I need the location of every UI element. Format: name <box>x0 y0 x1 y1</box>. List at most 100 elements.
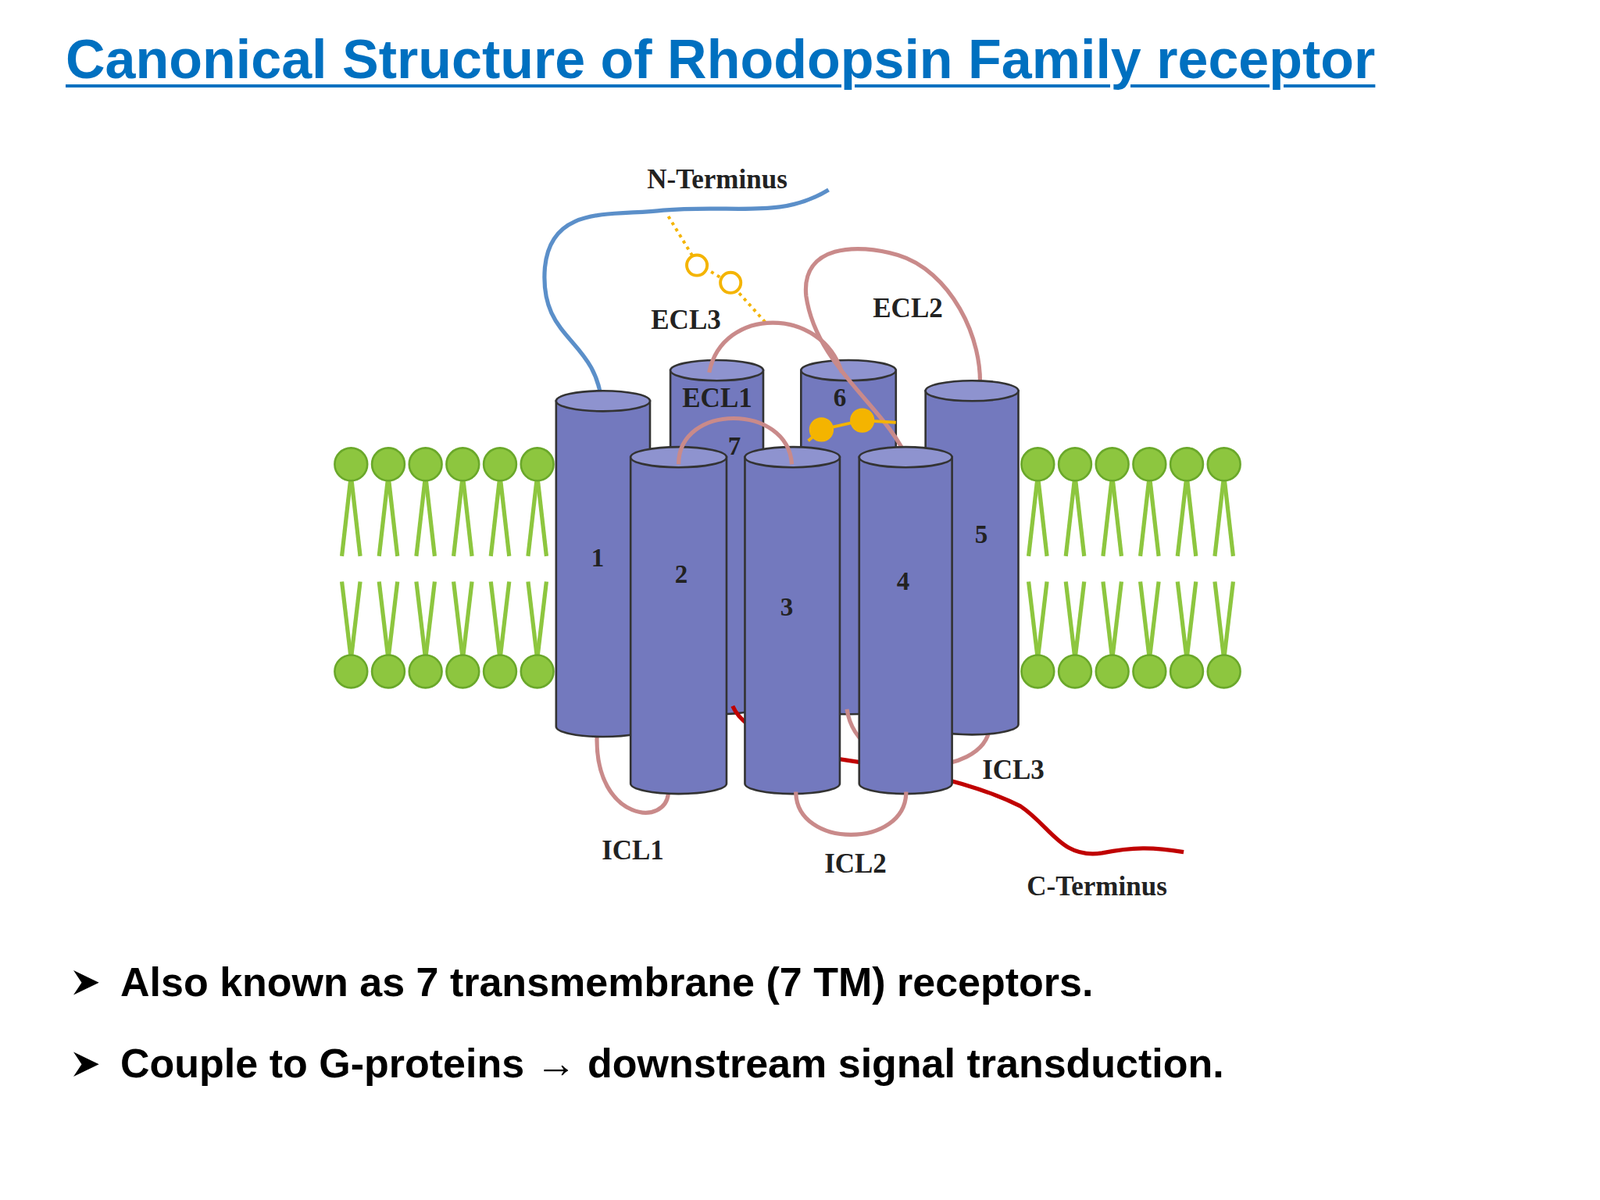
lipid-head <box>1096 447 1129 481</box>
lipid-head <box>483 447 517 481</box>
lipid-head <box>409 655 443 689</box>
part-label: ICL3 <box>982 756 1045 784</box>
lipid-head <box>371 655 405 689</box>
lipid-tail <box>416 581 426 659</box>
lipid-head <box>334 655 368 689</box>
lipid-head <box>1207 655 1241 689</box>
lipid-tail <box>490 581 500 659</box>
lipid-tail <box>1103 475 1113 557</box>
lipid-tail <box>1112 581 1122 659</box>
part-label: ECL1 <box>682 384 752 412</box>
lipid-tail <box>462 581 472 659</box>
lipid-tail <box>1028 475 1039 557</box>
cysteine-residue <box>720 272 741 293</box>
lipid-tail <box>1214 581 1225 659</box>
part-label: N-Terminus <box>646 165 788 193</box>
lipid-tail <box>1075 581 1085 659</box>
lipid-tail <box>1028 581 1039 659</box>
helix-number: 1 <box>591 545 605 572</box>
lipid-head <box>1058 655 1092 689</box>
lipid-tail <box>388 475 398 557</box>
ecl1-loop <box>678 418 793 465</box>
lipid-tail <box>1037 475 1047 557</box>
lipid-head <box>1170 447 1204 481</box>
bullet-marker <box>73 970 100 995</box>
bullet-text: Couple to G-proteins → downstream signal… <box>120 1041 1225 1086</box>
cysteine-residue <box>850 407 875 433</box>
lipid-tail <box>1149 475 1159 557</box>
lipid-head <box>1021 655 1054 689</box>
lipid-tail <box>1075 475 1085 557</box>
lipid-tail <box>462 475 472 557</box>
lipid-head <box>1170 655 1204 689</box>
lipid-head <box>1132 447 1166 481</box>
lipid-tail <box>1037 581 1047 659</box>
lipid-tail <box>416 475 426 557</box>
lipid-tail <box>453 475 464 557</box>
lipid-tail <box>1140 475 1150 557</box>
cysteine-residue <box>809 417 834 442</box>
lipid-head <box>521 655 554 689</box>
part-label: ICL1 <box>601 836 665 865</box>
part-label: ICL2 <box>824 850 887 878</box>
lipid-tail <box>537 475 547 557</box>
lipid-tail <box>378 581 389 659</box>
lipid-tail <box>388 581 398 659</box>
lipid-tail <box>490 475 500 557</box>
lipid-tail <box>500 475 510 557</box>
helix-2 <box>630 446 727 794</box>
lipid-head <box>1058 447 1092 481</box>
lipid-head <box>334 447 368 481</box>
lipid-tail <box>1112 475 1122 557</box>
lipid-head <box>409 447 443 481</box>
helix-number: 6 <box>833 385 847 411</box>
helix-number: 7 <box>728 433 742 460</box>
part-label: C-Terminus <box>1026 872 1168 900</box>
lipid-tail <box>1149 581 1159 659</box>
bullet-text: Also known as 7 transmembrane (7 TM) rec… <box>120 960 1093 1005</box>
lipid-tail <box>425 475 436 557</box>
bullet-marker <box>73 1052 100 1077</box>
helix-number: 4 <box>896 568 911 595</box>
lipid-tail <box>1177 475 1187 557</box>
lipid-tail <box>1224 581 1234 659</box>
lipid-head <box>1021 447 1054 481</box>
lipid-tail <box>425 581 436 659</box>
n-terminus-chain <box>544 189 829 407</box>
lipid-tail <box>1177 581 1187 659</box>
lipid-tail <box>537 581 547 659</box>
helix-number: 3 <box>780 594 794 621</box>
helix-4 <box>859 446 953 794</box>
lipid-tail <box>500 581 510 659</box>
helix-number: 2 <box>675 561 689 588</box>
lipid-tail <box>453 581 464 659</box>
lipid-tail <box>350 581 361 659</box>
part-label: ECL2 <box>872 294 943 322</box>
lipid-tail <box>350 475 361 557</box>
lipid-tail <box>1224 475 1234 557</box>
lipid-head <box>1096 655 1129 689</box>
lipid-head <box>446 447 479 481</box>
lipid-tail <box>528 581 538 659</box>
icl2-loop <box>796 792 907 836</box>
cysteine-residue <box>686 255 708 276</box>
lipid-head <box>1132 655 1166 689</box>
lipid-tail <box>342 475 352 557</box>
lipid-tail <box>1140 581 1150 659</box>
lipid-head <box>483 655 517 689</box>
lipid-tail <box>1186 581 1197 659</box>
lipid-tail <box>1103 581 1113 659</box>
lipid-tail <box>378 475 389 557</box>
lipid-head <box>1207 447 1241 481</box>
helix-3 <box>744 446 840 794</box>
lipid-tail <box>1214 475 1225 557</box>
lipid-tail <box>1065 581 1075 659</box>
lipid-tail <box>342 581 352 659</box>
helix-number: 5 <box>975 521 989 548</box>
part-label: ECL3 <box>650 306 721 334</box>
lipid-tail <box>1186 475 1197 557</box>
lipid-head <box>371 447 405 481</box>
slide-title: Canonical Structure of Rhodopsin Family … <box>65 28 1375 91</box>
